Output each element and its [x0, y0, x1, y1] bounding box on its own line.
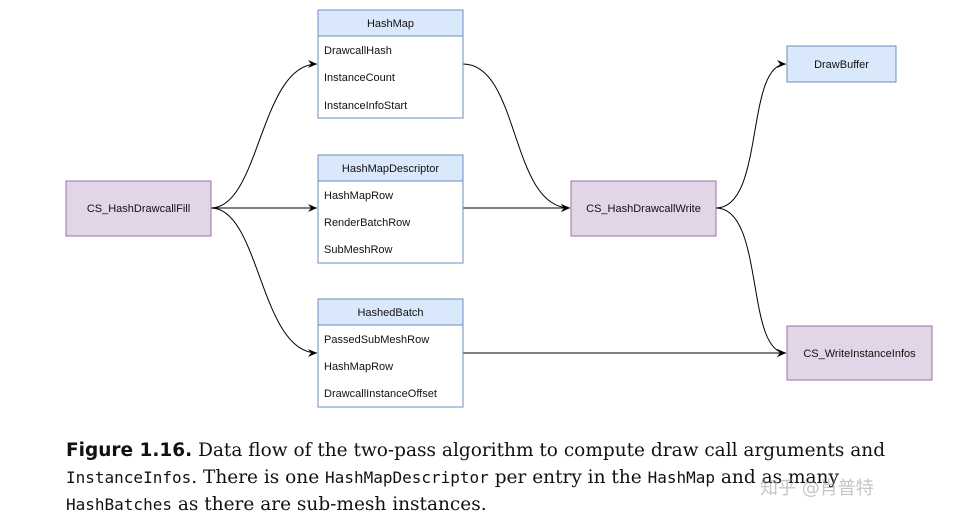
node-label: CS_HashDrawcallWrite: [586, 203, 701, 215]
node-cs-hashdrawcallfill: CS_HashDrawcallFill: [65, 180, 212, 237]
table-title: HashMapDescriptor: [342, 163, 440, 175]
node-cs-hashdrawcallwrite: CS_HashDrawcallWrite: [570, 180, 717, 237]
figure-label: Figure 1.16.: [66, 440, 193, 461]
caption-code: HashMapDescriptor: [325, 468, 489, 487]
table-hashmap: HashMap DrawcallHash InstanceCount Insta…: [317, 9, 464, 119]
edge-write-to-writeinstanceinfos: [715, 207, 787, 357]
table-row: SubMeshRow: [324, 244, 393, 256]
table-hashmapdescriptor: HashMapDescriptor HashMapRow RenderBatch…: [317, 154, 464, 264]
table-title: HashMap: [367, 18, 414, 30]
node-label: CS_WriteInstanceInfos: [803, 348, 916, 360]
caption-text: per entry in the: [488, 467, 648, 488]
caption-text: Data flow of the two-pass algorithm to c…: [192, 440, 886, 461]
caption-text: and as many: [715, 467, 839, 488]
table-hashedbatch: HashedBatch PassedSubMeshRow HashMapRow …: [317, 298, 464, 408]
edge-fill-to-hashmap: [210, 60, 318, 209]
caption-code: HashBatches: [66, 495, 172, 514]
caption-text: . There is one: [191, 467, 326, 488]
table-row: DrawcallInstanceOffset: [324, 388, 437, 400]
table-row: DrawcallHash: [324, 45, 392, 57]
edge-hashmap-to-write: [462, 63, 571, 212]
caption-text: as there are sub-mesh instances.: [171, 494, 487, 515]
node-drawbuffer: DrawBuffer: [786, 45, 897, 83]
edge-write-to-drawbuffer: [715, 60, 787, 209]
data-flow-diagram: CS_HashDrawcallFill CS_HashDrawcallWrite…: [65, 9, 933, 408]
watermark: 知乎 @肖普特: [760, 478, 874, 499]
node-label: DrawBuffer: [814, 59, 869, 71]
node-cs-writeinstanceinfos: CS_WriteInstanceInfos: [786, 325, 933, 381]
table-row: HashMapRow: [324, 361, 393, 373]
table-title: HashedBatch: [357, 307, 423, 319]
figure-caption: Figure 1.16. Data flow of the two-pass a…: [66, 437, 936, 518]
caption-code: HashMap: [647, 468, 716, 487]
caption-code: InstanceInfos: [66, 468, 192, 487]
edge-fill-to-hashedbatch: [210, 207, 318, 357]
table-row: InstanceInfoStart: [324, 100, 407, 112]
table-row: HashMapRow: [324, 190, 393, 202]
table-row: InstanceCount: [324, 72, 395, 84]
node-label: CS_HashDrawcallFill: [87, 203, 190, 215]
table-row: RenderBatchRow: [324, 217, 410, 229]
table-row: PassedSubMeshRow: [324, 334, 429, 346]
